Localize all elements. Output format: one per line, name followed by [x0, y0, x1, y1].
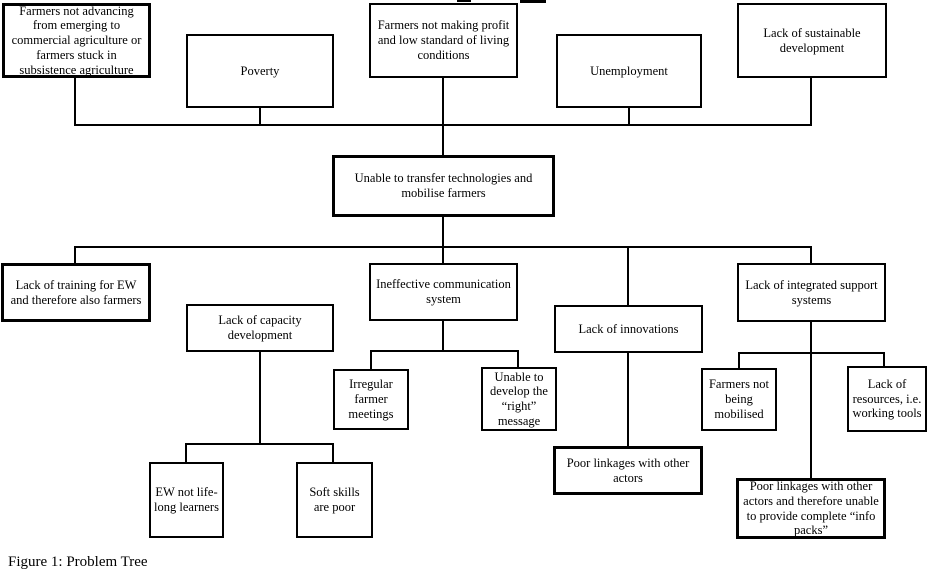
connector-poverty	[259, 108, 261, 126]
node-soft-skills-poor: Soft skills are poor	[296, 462, 373, 538]
effects-bus-line	[74, 124, 812, 126]
connector-comm-stem	[442, 321, 444, 352]
node-poverty: Poverty	[186, 34, 334, 108]
connector-ew-learners	[185, 443, 187, 462]
node-unemployment: Unemployment	[556, 34, 702, 108]
node-lack-resources: Lack of resources, i.e. working tools	[847, 366, 927, 432]
connector-ineffective-communication	[442, 246, 444, 263]
connector-soft-skills	[332, 443, 334, 462]
node-lack-capacity-development: Lack of capacity development	[186, 304, 334, 352]
connector-lack-training	[74, 246, 76, 263]
figure-caption: Figure 1: Problem Tree	[8, 554, 148, 570]
node-poor-linkages-info-packs: Poor linkages with other actors and ther…	[736, 478, 886, 539]
connector-core-to-bus	[442, 217, 444, 248]
node-core-problem: Unable to transfer technologies and mobi…	[332, 155, 555, 217]
node-farmers-not-advancing: Farmers not advancing from emerging to c…	[2, 3, 151, 78]
capacity-children-bus	[185, 443, 334, 445]
connector-lack-innovations	[627, 246, 629, 305]
connector-farmers-not-advancing	[74, 78, 76, 126]
node-irregular-farmer-meetings: Irregular farmer meetings	[333, 369, 409, 430]
connector-poor-linkages	[627, 353, 629, 446]
clipped-text-artifact	[520, 0, 546, 3]
connector-irregular-meetings	[370, 350, 372, 369]
connector-no-profit-to-core	[442, 78, 444, 155]
clipped-text-artifact	[457, 0, 471, 2]
node-lack-training-ew: Lack of training for EW and therefore al…	[1, 263, 151, 322]
comm-children-bus	[370, 350, 519, 352]
node-lack-sustainable-development: Lack of sustainable development	[737, 3, 887, 78]
node-ineffective-communication: Ineffective communication system	[369, 263, 518, 321]
connector-unemployment	[628, 108, 630, 126]
node-lack-innovations: Lack of innovations	[554, 305, 703, 353]
support-children-bus	[738, 352, 885, 354]
connector-sustainable-development	[810, 78, 812, 126]
connector-right-message	[517, 350, 519, 367]
connector-support-stem	[810, 322, 812, 478]
connector-lack-integrated-support	[810, 246, 812, 263]
connector-farmers-not-mobilised	[738, 352, 740, 368]
node-unable-right-message: Unable to develop the “right” message	[481, 367, 557, 431]
node-ew-not-lifelong-learners: EW not life-long learners	[149, 462, 224, 538]
node-farmers-no-profit: Farmers not making profit and low standa…	[369, 3, 518, 78]
node-farmers-not-mobilised: Farmers not being mobilised	[701, 368, 777, 431]
connector-lack-resources	[883, 352, 885, 366]
node-lack-integrated-support: Lack of integrated support systems	[737, 263, 886, 322]
connector-capacity-stem	[259, 352, 261, 445]
node-poor-linkages: Poor linkages with other actors	[553, 446, 703, 495]
